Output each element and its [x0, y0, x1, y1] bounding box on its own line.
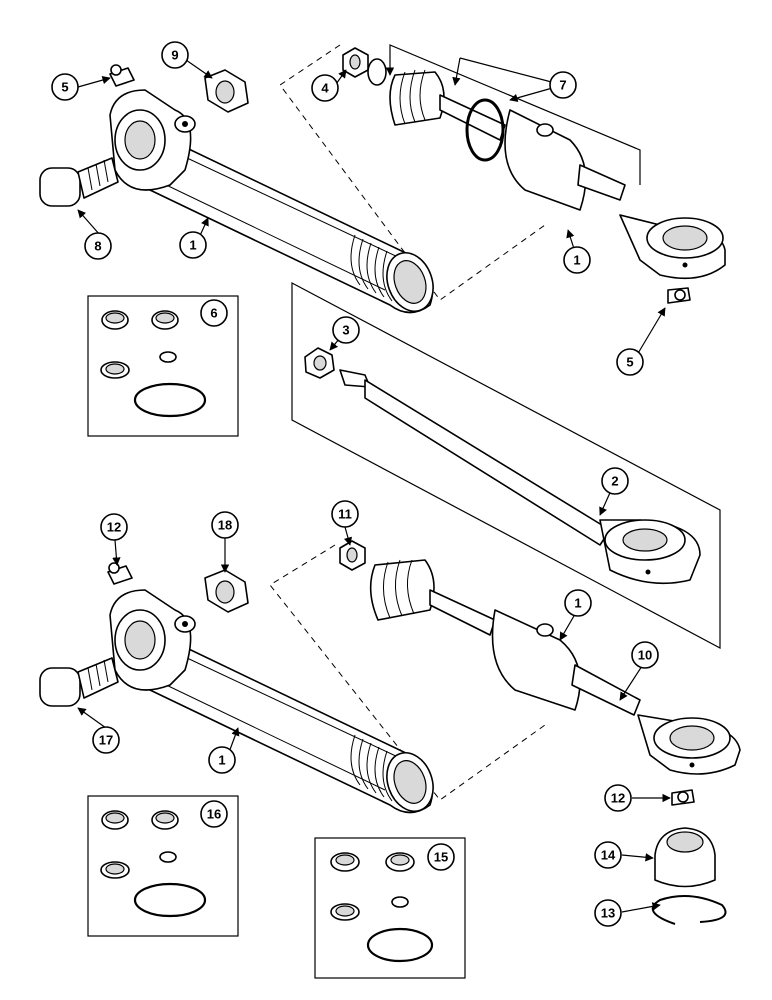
callout-5-top-right: 5 — [616, 348, 644, 376]
rod-nut-3 — [304, 347, 335, 379]
top-rod-end-eye — [619, 214, 726, 280]
svg-text:4: 4 — [321, 81, 329, 96]
svg-text:1: 1 — [189, 238, 196, 253]
top-cylinder-barrel — [149, 139, 434, 314]
bottom-piston-seals — [369, 559, 496, 636]
top-hex-nut-9 — [204, 69, 249, 113]
callouts: 5 9 4 7 8 1 1 6 3 5 2 11 12 18 1 10 17 1… — [51, 41, 659, 927]
callout-10: 10 — [631, 641, 659, 669]
seal-kit-box-6 — [87, 295, 239, 437]
svg-text:8: 8 — [94, 239, 101, 254]
bottom-hex-nut-18 — [204, 569, 249, 613]
svg-text:3: 3 — [342, 323, 349, 338]
bottom-grease-fitting-left — [107, 562, 133, 585]
callout-12-right: 12 — [604, 784, 632, 812]
svg-text:5: 5 — [626, 355, 633, 370]
svg-text:13: 13 — [601, 906, 615, 921]
callout-4: 4 — [311, 74, 339, 102]
callout-2: 2 — [601, 467, 629, 495]
top-grease-fitting-left — [109, 64, 135, 87]
svg-text:6: 6 — [210, 306, 217, 321]
svg-text:16: 16 — [207, 807, 221, 822]
callout-11: 11 — [331, 500, 359, 528]
bottom-nut-11 — [339, 540, 366, 571]
svg-text:2: 2 — [611, 474, 618, 489]
bottom-cylinder-barrel — [149, 639, 434, 814]
top-large-o-ring — [465, 98, 505, 162]
seal-kit-box-16 — [87, 795, 239, 937]
top-clevis-pin — [39, 157, 119, 207]
svg-text:17: 17 — [99, 733, 113, 748]
svg-text:12: 12 — [611, 791, 625, 806]
callout-9: 9 — [161, 41, 189, 69]
callout-6: 6 — [200, 299, 228, 327]
top-cylinder-assembly — [39, 44, 726, 314]
grease-fitting-12-right — [671, 789, 695, 806]
callout-15: 15 — [427, 843, 455, 871]
svg-text:1: 1 — [218, 753, 225, 768]
bottom-cylinder-clevis-eye — [109, 589, 196, 691]
snap-ring-13 — [651, 895, 727, 925]
top-cylinder-clevis-eye — [109, 89, 196, 191]
callout-1-top-barrel: 1 — [179, 231, 207, 259]
top-small-o-ring — [367, 58, 387, 86]
bottom-gland — [491, 609, 641, 716]
svg-text:7: 7 — [559, 78, 566, 93]
svg-text:5: 5 — [61, 80, 68, 95]
svg-text:1: 1 — [574, 596, 581, 611]
callout-1-bottom-gland: 1 — [564, 589, 592, 617]
svg-text:1: 1 — [573, 253, 580, 268]
svg-text:11: 11 — [338, 507, 352, 522]
callout-18: 18 — [211, 511, 239, 539]
bottom-rod-end-eye — [637, 714, 741, 775]
top-explode-guide — [279, 44, 546, 301]
svg-text:18: 18 — [218, 518, 232, 533]
rod-assembly-2 — [291, 282, 721, 649]
bushing-14 — [654, 827, 716, 888]
callout-14: 14 — [594, 841, 622, 869]
top-piston-seals — [389, 69, 506, 141]
callout-1-bottom-barrel: 1 — [208, 746, 236, 774]
top-nut-4 — [342, 47, 369, 78]
svg-text:9: 9 — [171, 48, 178, 63]
callout-12-left: 12 — [100, 513, 128, 541]
top-gland — [504, 109, 626, 211]
svg-text:10: 10 — [638, 648, 652, 663]
svg-text:12: 12 — [107, 520, 121, 535]
callout-5-top-left: 5 — [51, 73, 79, 101]
callout-8: 8 — [84, 232, 112, 260]
svg-text:15: 15 — [434, 850, 448, 865]
callout-16: 16 — [200, 800, 228, 828]
svg-text:14: 14 — [601, 848, 616, 863]
callout-1-top-gland: 1 — [563, 246, 591, 274]
callout-7: 7 — [549, 71, 577, 99]
callout-3: 3 — [332, 316, 360, 344]
top-grease-fitting-right — [667, 287, 691, 304]
callout-13: 13 — [594, 899, 622, 927]
bottom-explode-guide — [269, 544, 546, 801]
rod-end-eye-2 — [599, 519, 701, 585]
bottom-cylinder-assembly — [39, 540, 741, 814]
seal-kit-box-15 — [314, 837, 466, 979]
callout-17: 17 — [92, 726, 120, 754]
bottom-clevis-pin — [39, 657, 119, 707]
